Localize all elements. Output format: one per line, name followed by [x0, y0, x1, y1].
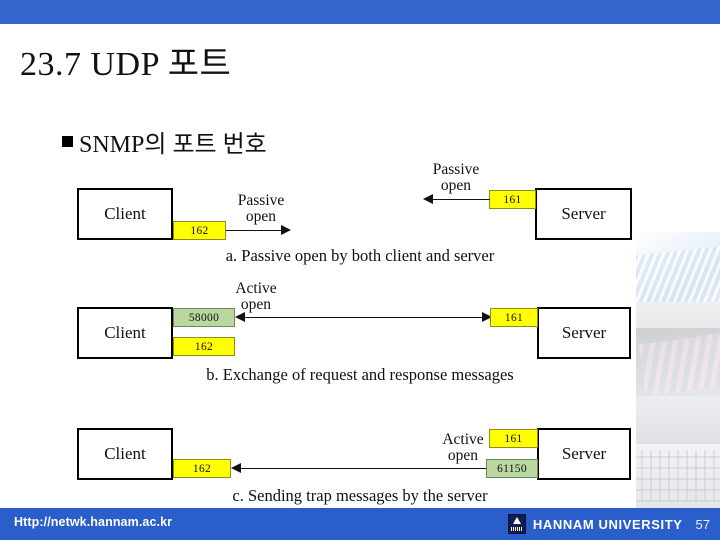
server-node-c: Server	[537, 428, 631, 480]
client-node-c-label: Client	[104, 444, 146, 463]
arrow-label-client-a: Passive open	[216, 193, 306, 225]
arrow-label-b-line1: Active	[235, 280, 277, 297]
arrow-label-server-a-line2: open	[440, 176, 472, 194]
arrow-label-c: Active open	[418, 432, 508, 464]
client-node-a: Client	[77, 188, 173, 240]
client-node-b: Client	[77, 307, 173, 359]
arrow-label-c-line1: Active	[442, 431, 484, 448]
arrow-label-server-a-line1: Passive	[432, 161, 480, 178]
top-accent-bar	[0, 0, 720, 24]
arrow-head-left-c	[231, 463, 241, 473]
arrow-head-left-a	[423, 194, 433, 204]
server-node-b-label: Server	[561, 323, 607, 342]
page-title: 23.7 UDP 포트	[20, 46, 232, 83]
client-node-a-label: Client	[104, 204, 146, 223]
server-port-61150-c: 61150	[486, 459, 538, 478]
server-node-a: Server	[535, 188, 632, 240]
arrow-head-right-b	[482, 312, 492, 322]
arrow-label-b-line2: open	[240, 295, 272, 313]
crest-base	[511, 527, 523, 531]
arrow-label-client-a-line2: open	[245, 207, 277, 225]
slide-footer: Http://netwk.hannam.ac.kr HANNAM UNIVERS…	[0, 508, 720, 540]
client-port-162-a: 162	[173, 221, 226, 240]
diagram-row-c: Client 162 Active open Server 161 61150 …	[0, 400, 720, 520]
arrow-label-server-a: Passive open	[411, 162, 501, 194]
arrow-head-left-b	[235, 312, 245, 322]
crest-mark	[512, 517, 521, 524]
caption-b: b. Exchange of request and response mess…	[206, 365, 514, 384]
footer-url[interactable]: Http://netwk.hannam.ac.kr	[14, 515, 173, 529]
client-node-b-label: Client	[104, 323, 146, 342]
server-node-a-label: Server	[561, 204, 606, 223]
server-port-161-a: 161	[489, 190, 536, 209]
university-name: HANNAM UNIVERSITY	[532, 516, 683, 532]
arrow-line-server-a	[432, 199, 490, 200]
server-port-161-c: 161	[489, 429, 538, 448]
server-node-b: Server	[537, 307, 631, 359]
client-port-162-c: 162	[173, 459, 231, 478]
udp-port-diagram: Client 162 Passive open Server 161 Passi…	[0, 160, 720, 505]
footer-branding: HANNAM UNIVERSITY 57	[507, 514, 710, 534]
arrow-line-c	[240, 468, 486, 469]
bullet-label: SNMP의 포트 번호	[79, 132, 267, 158]
caption-c: c. Sending trap messages by the server	[232, 486, 488, 505]
arrow-line-b	[244, 317, 489, 318]
server-node-c-label: Server	[561, 444, 607, 463]
caption-a: a. Passive open by both client and serve…	[225, 246, 495, 265]
arrow-head-right-a	[281, 225, 291, 235]
page-number: 57	[695, 516, 710, 532]
arrow-line-client-a	[226, 230, 283, 231]
university-crest-icon	[507, 514, 526, 534]
client-node-c: Client	[77, 428, 173, 480]
server-port-161-b: 161	[490, 308, 538, 327]
diagram-row-b: Client 58000 162 Active open Server 161 …	[0, 279, 720, 399]
square-bullet-icon	[62, 136, 73, 147]
diagram-row-a: Client 162 Passive open Server 161 Passi…	[0, 160, 720, 280]
client-port-58000-b: 58000	[173, 308, 235, 327]
arrow-label-b: Active open	[211, 281, 301, 313]
arrow-label-client-a-line1: Passive	[237, 192, 285, 209]
bullet-item: SNMP의 포트 번호	[62, 124, 267, 159]
arrow-label-c-line2: open	[447, 446, 479, 464]
client-port-162-b: 162	[173, 337, 235, 356]
